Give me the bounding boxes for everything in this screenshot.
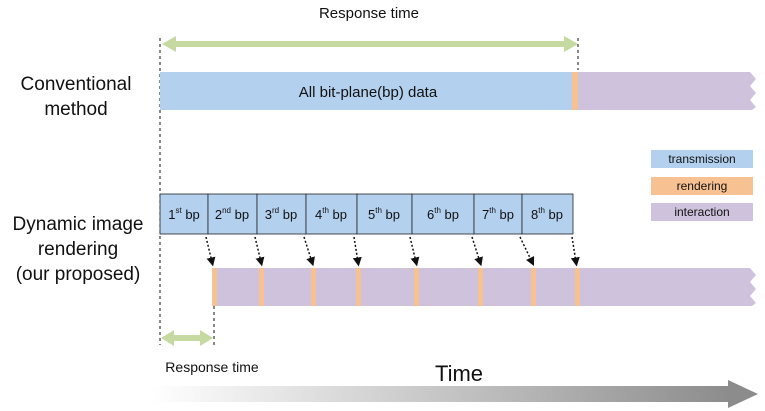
bitplane-1-label: 1st bp: [168, 206, 200, 222]
arrow-bp8: [570, 236, 580, 267]
bitplane-2-label: 2nd bp: [215, 206, 249, 222]
bitplane-8-box: [521, 193, 574, 235]
legend: transmission rendering interaction: [651, 150, 753, 221]
conventional-label-line2: method: [44, 99, 107, 120]
dynamic-label-line3: (our proposed): [16, 264, 141, 285]
dynamic-interaction-bar: [214, 268, 756, 306]
bitplane-7-label: 7th bp: [482, 206, 514, 222]
arrow-bp7: [519, 236, 535, 267]
bitplane-rendering-arrows: [205, 236, 580, 267]
rendering-segment-3: [311, 268, 316, 306]
conventional-rendering-segment: [572, 72, 578, 110]
conventional-label-line1: Conventional: [21, 74, 132, 95]
bitplane-3-box: [256, 193, 307, 235]
bitplane-6-label: 6th bp: [427, 206, 459, 222]
dynamic-rendering-segments: [212, 268, 580, 306]
dynamic-label-line1: Dynamic image: [13, 214, 144, 235]
bitplane-row: 1st bp 2nd bp 3rd bp 4th bp 5th bp 6th b…: [159, 193, 574, 235]
rendering-segment-5: [414, 268, 419, 306]
legend-interaction-swatch: [651, 203, 753, 221]
response-time-top-label: Response time: [319, 5, 419, 22]
bitplane-6-box: [411, 193, 475, 235]
arrow-bp3: [303, 236, 315, 267]
bitplane-4-box: [305, 193, 358, 235]
arrow-bp5: [409, 236, 420, 267]
bitplane-5-box: [356, 193, 413, 235]
bitplane-3-label: 3rd bp: [265, 206, 297, 222]
rendering-segment-7: [531, 268, 536, 306]
bitplane-5-label: 5th bp: [368, 206, 400, 222]
bitplane-7-box: [473, 193, 523, 235]
conventional-transmission-bar: [160, 72, 572, 110]
conventional-interaction-bar: [578, 72, 756, 110]
rendering-segment-4: [356, 268, 361, 306]
rendering-segment-6: [478, 268, 483, 306]
response-time-bottom-label: Response time: [165, 359, 259, 375]
legend-rendering-swatch: [651, 177, 753, 195]
legend-rendering-label: rendering: [677, 179, 728, 193]
bitplane-4-label: 4th bp: [315, 206, 347, 222]
arrow-bp1: [205, 236, 216, 267]
bitplane-8-label: 8th bp: [531, 206, 563, 222]
rendering-segment-2: [259, 268, 264, 306]
response-time-bottom-arrow: [161, 330, 213, 346]
time-axis-arrow: [152, 380, 758, 408]
arrow-bp4: [352, 236, 362, 267]
dynamic-label-line2: rendering: [38, 239, 118, 260]
time-label: Time: [435, 361, 483, 386]
response-time-top-arrow: [162, 36, 578, 52]
legend-interaction-label: interaction: [674, 205, 729, 219]
legend-transmission-label: transmission: [668, 152, 735, 166]
rendering-segment-1: [212, 268, 217, 306]
rendering-segment-8: [575, 268, 580, 306]
conventional-bar-text: All bit-plane(bp) data: [299, 84, 438, 101]
arrow-bp2: [254, 236, 265, 267]
arrow-bp6: [471, 236, 483, 267]
legend-transmission-swatch: [651, 150, 753, 168]
